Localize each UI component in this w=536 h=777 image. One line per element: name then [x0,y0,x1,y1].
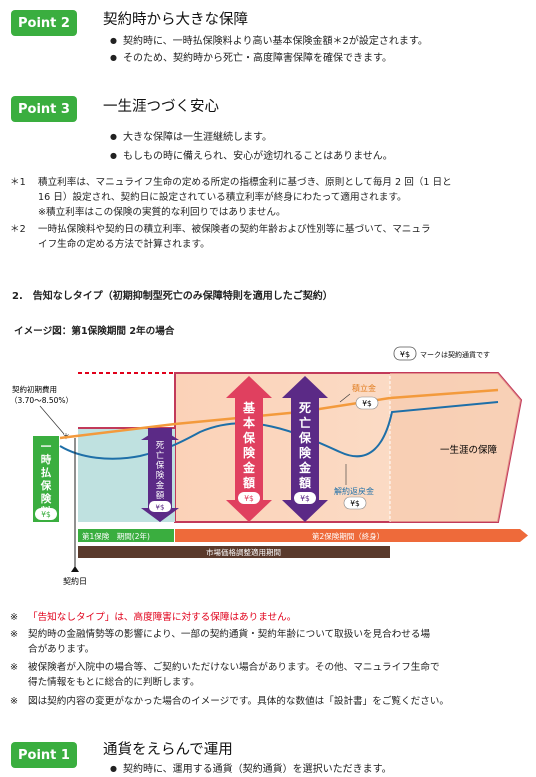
period2-bar [175,529,528,542]
death-benefit-small-label: 死亡保険金額 [156,441,165,501]
point1-bullet-1: 契約時に、運用する通貨（契約通貨）を選択いただきます。 [110,760,392,775]
premium-currency-icon [35,508,57,520]
initial-cost-label: 契約初期費用 [12,384,57,394]
reserve-pointer [339,393,351,403]
premium-bar [33,436,59,522]
notice-1: ※ 「告知なしタイプ」は、高度障害に対する保障はありません。 [10,610,530,625]
death-small-mark: ¥$ [156,504,165,512]
basic-sum-label: 基本保険金額 [242,400,256,490]
surrender-mark: ¥$ [350,499,360,508]
footnote-mark: ＊2 [10,224,26,235]
reserve-mark: ¥$ [362,399,372,408]
lifetime-region-right [390,373,521,522]
death-sum-arrow-tail [282,500,328,522]
notice-text: 図は契約内容の変更がなかった場合のイメージです。具体的な数値は「設計書」をご覧く… [28,696,449,707]
basic-sum-arrow [235,392,263,520]
premium-mark: ¥$ [41,510,51,519]
footnote-line: 16 日）設定され、契約日に設定されている積立利率が終身にわたって適用されます。 [38,192,407,203]
point1-title: 通貨をえらんで運用 [103,742,233,758]
initial-cost-pointer [39,405,65,435]
notice-text: 得た情報をもとに総合的に判断します。 [28,677,200,688]
premium-label: 一時払保険料 [40,441,52,518]
surrender-currency-icon [343,496,367,510]
footnote-mark: ＊1 [10,177,26,188]
period1-label: 第1保険 期間(2年) [82,531,150,541]
death-benefit-small-arrow [148,428,172,522]
death-sum-arrow-head [282,376,328,398]
legend-mark: ¥$ [400,350,410,359]
notice-mark: ※ [10,629,19,640]
point3-bullet-2: もしもの時に備えられ、安心が途切れることはありません。 [110,147,393,162]
death-sum-label: 死亡保険金額 [298,401,312,490]
notice-mark: ※ [10,662,19,673]
contract-date-label: 契約日 [63,576,87,586]
death-benefit-small-arrow-tail [141,508,179,522]
point1-badge: Point 1 [11,742,77,768]
period2-label: 第2保険期間（終身） [312,531,384,541]
mva-label: 市場価格調整適用期間 [206,547,281,557]
point3-title: 一生涯つづく安心 [103,99,219,115]
death-sum-mark: ¥$ [300,494,310,503]
footnote-line: ※積立利率はこの保険の実質的な利回りではありません。 [38,207,286,218]
contract-date-marker [71,566,79,572]
point3-badge: Point 3 [11,96,77,122]
point3-bullet-1: 大きな保障は一生涯継続します。 [110,128,272,143]
notice-text: 「告知なしタイプ」は、高度障害に対する保障はありません。 [28,612,297,623]
footnote-2: ＊2 一時払保険料や契約日の積立利率、被保険者の契約年齢および性別等に基づいて、… [10,222,530,252]
notice-text: 被保険者が入院中の場合等、ご契約いただけない場合があります。その他、マニュライフ… [28,662,440,673]
footnote-1: ＊1 積立利率は、マニュライフ生命の定める所定の指標金利に基づき、原則として毎月… [10,175,530,220]
notice-text: 契約時の金融情勢等の影響により、一部の契約通貨・契約年齢について取扱いを見合わせ… [28,629,431,640]
notice-mark: ※ [10,612,19,623]
mva-bar [78,546,390,558]
footnote-line: 積立利率は、マニュライフ生命の定める所定の指標金利に基づき、原則として毎月 2 … [38,177,452,188]
basic-sum-currency-icon [238,492,260,504]
point2-bullet-1: 契約時に、一時払保険料より高い基本保険金額＊2が設定されます。 [110,32,428,47]
footnote-line: イフ生命の定める方法で計算されます。 [38,239,210,250]
initial-cost-range: （3.70～8.50%） [10,396,73,405]
point2-badge: Point 2 [11,10,77,36]
point2-title: 契約時から大きな保障 [103,12,248,28]
surrender-label: 解約返戻金 [334,486,374,496]
legend-currency-icon [393,346,417,361]
notice-4: ※ 図は契約内容の変更がなかった場合のイメージです。具体的な数値は「設計書」をご… [10,694,530,709]
basic-sum-arrow-head [226,376,272,398]
point2-bullet-2: そのため、契約時から死亡・高度障害保障を確保できます。 [110,49,392,64]
lifetime-label: 一生涯の保障 [440,444,498,456]
death-sum-currency-icon [294,492,316,504]
notice-mark: ※ [10,696,19,707]
section-title: 2. 告知なしタイプ（初期抑制型死亡のみ保障特則を適用したご契約） [12,291,333,302]
surrender-curve [59,401,499,460]
reserve-currency-icon [355,396,379,410]
notice-3: ※ 被保険者が入院中の場合等、ご契約いただけない場合があります。その他、マニュラ… [10,660,530,690]
reserve-label: 積立金 [352,383,376,393]
death-small-currency-icon [149,501,171,512]
basic-sum-arrow-tail [226,500,272,522]
insurance-diagram: ¥$ マークは契約通貨です 一時払保険料 ¥$ 契約初期費用 （3.70～8.5… [10,346,528,586]
legend-text: マークは契約通貨です [420,350,490,359]
notice-text: 合があります。 [28,644,95,655]
diagram-subtitle: イメージ図：第1保険期間 2年の場合 [14,326,175,337]
death-sum-arrow [291,392,319,520]
period1-bar [78,529,174,542]
footnote-line: 一時払保険料や契約日の積立利率、被保険者の契約年齢および性別等に基づいて、マニュ… [38,224,431,235]
notice-2: ※ 契約時の金融情勢等の影響により、一部の契約通貨・契約年齢について取扱いを見合… [10,627,530,657]
basic-sum-mark: ¥$ [244,494,254,503]
death-benefit-small-arrow-head [141,428,179,440]
